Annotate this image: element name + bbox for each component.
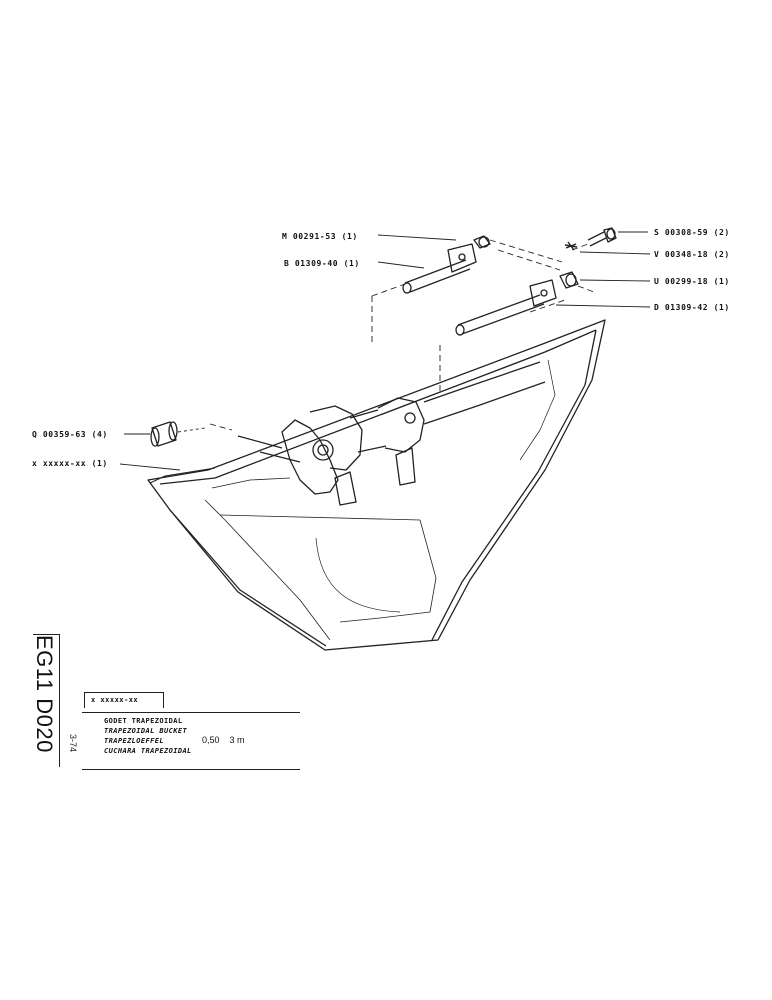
title-ref: x xxxxx-xx [84, 692, 164, 708]
washer-v [564, 241, 578, 251]
bushing-q [150, 421, 178, 447]
capacity: 0,50 3 m [202, 735, 255, 745]
callout-v: V 00348-18 (2) [654, 250, 730, 259]
name-en: TRAPEZOIDAL BUCKET [104, 727, 188, 735]
callout-x: x xxxxx-xx (1) [32, 459, 108, 468]
cap-m [473, 235, 491, 249]
catalog-code-box: EG11 D020 [32, 634, 60, 767]
catalog-date: 3-74 [68, 734, 78, 753]
title-block: x xxxxx-xx GODET TRAPEZOIDAL TRAPEZOIDAL… [82, 692, 300, 772]
name-es: CUCHARA TRAPEZOIDAL [104, 747, 192, 755]
callout-s: S 00308-59 (2) [654, 228, 730, 237]
name-de: TRAPEZLOEFFEL [104, 737, 164, 745]
callout-b: B 01309-40 (1) [284, 259, 360, 268]
title-rule-bottom [82, 769, 300, 770]
name-fr: GODET TRAPEZOIDAL [104, 717, 183, 725]
title-rule-top [82, 712, 300, 713]
bolt-s [587, 227, 617, 247]
capacity-unit: 3 m [229, 735, 245, 745]
leader-lines [119, 231, 651, 471]
callout-d: D 01309-42 (1) [654, 303, 730, 312]
callout-u: U 00299-18 (1) [654, 277, 730, 286]
catalog-code: EG11 D020 [32, 635, 57, 753]
capacity-value: 0,50 [202, 735, 220, 745]
pin-b [402, 243, 477, 294]
bucket-shell [147, 319, 606, 651]
callout-q: Q 00359-63 (4) [32, 430, 108, 439]
pin-d [455, 279, 557, 336]
callout-m: M 00291-53 (1) [282, 232, 358, 241]
assembly-lines [177, 239, 595, 433]
cap-u [559, 271, 579, 289]
callout-labels: M 00291-53 (1) B 01309-40 (1) S 00308-59… [32, 228, 730, 468]
hinge-bracket [211, 361, 546, 506]
title-names: GODET TRAPEZOIDAL TRAPEZOIDAL BUCKET TRA… [104, 716, 192, 756]
